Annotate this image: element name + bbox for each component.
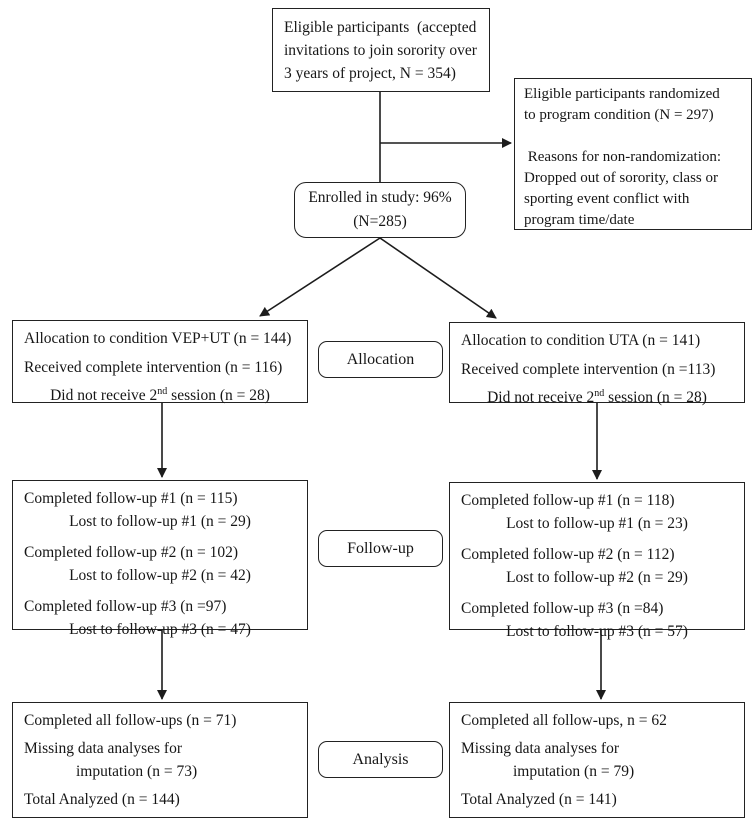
- box-line: sporting event conflict with: [524, 191, 690, 207]
- box-line: (N=285): [353, 213, 407, 230]
- box-line: Completed all follow-ups (n = 71): [24, 712, 237, 729]
- box-line: Did not receive 2nd session (n = 28): [487, 388, 707, 407]
- followup-pair: Completed follow-up #1 (n = 115) Lost to…: [24, 490, 251, 530]
- box-line: Did not receive 2nd session (n = 28): [50, 386, 270, 405]
- box-line: Reasons for non-randomization:: [524, 149, 722, 165]
- allocation-veput-box: Allocation to condition VEP+UT (n = 144)…: [12, 320, 308, 404]
- box-line: 3 years of project, N = 354): [284, 65, 456, 82]
- stage-label-text: Allocation: [346, 350, 415, 368]
- followup-pair: Completed follow-up #2 (n = 102) Lost to…: [24, 544, 251, 584]
- box-line: to program condition (N = 297): [524, 107, 714, 123]
- box-line: Allocation to condition VEP+UT (n = 144): [24, 330, 292, 347]
- box-line: Eligible participants randomized: [524, 86, 720, 102]
- analysis-left-box: Completed all follow-ups (n = 71) Missin…: [12, 702, 308, 818]
- box-line: Dropped out of sorority, class or: [524, 170, 718, 186]
- box-line: Received complete intervention (n =113): [461, 361, 716, 378]
- box-line: [524, 126, 742, 147]
- connector-enrolled-to-alloc-right: [379, 237, 497, 319]
- followup-pair: Completed follow-up #2 (n = 112) Lost to…: [461, 546, 688, 586]
- stage-label-followup: Follow-up: [318, 530, 443, 567]
- box-line: Completed all follow-ups, n = 62: [461, 712, 667, 729]
- box-line: Total Analyzed (n = 144): [24, 791, 180, 808]
- box-line: Allocation to condition UTA (n = 141): [461, 332, 701, 349]
- eligible-participants-box: Eligible participants (accepted invitati…: [272, 8, 490, 92]
- box-line: Total Analyzed (n = 141): [461, 791, 617, 808]
- allocation-uta-box: Allocation to condition UTA (n = 141) Re…: [449, 322, 745, 406]
- box-paragraph: Missing data analyses for imputation (n …: [461, 740, 635, 780]
- randomized-reasons-box: Eligible participants randomized to prog…: [514, 78, 752, 230]
- followup-pair: Completed follow-up #3 (n =97) Lost to f…: [24, 598, 251, 638]
- connector-enrolled-to-alloc-left: [259, 237, 381, 317]
- stage-label-analysis: Analysis: [318, 741, 443, 778]
- stage-label-text: Follow-up: [347, 539, 414, 557]
- followup-pair: Completed follow-up #3 (n =84) Lost to f…: [461, 600, 688, 640]
- box-line: invitations to join sorority over: [284, 42, 477, 59]
- analysis-right-box: Completed all follow-ups, n = 62 Missing…: [449, 702, 745, 818]
- stage-label-allocation: Allocation: [318, 341, 443, 378]
- box-line: program time/date: [524, 212, 635, 228]
- followup-right-box: Completed follow-up #1 (n = 118) Lost to…: [449, 482, 745, 640]
- followup-pair: Completed follow-up #1 (n = 118) Lost to…: [461, 492, 688, 532]
- enrolled-box: Enrolled in study: 96% (N=285): [294, 182, 466, 238]
- box-paragraph: Missing data analyses for imputation (n …: [24, 740, 198, 780]
- followup-left-box: Completed follow-up #1 (n = 115) Lost to…: [12, 480, 308, 638]
- box-line: Enrolled in study: 96%: [308, 189, 452, 206]
- stage-label-text: Analysis: [352, 750, 409, 768]
- box-line: Eligible participants (accepted: [284, 19, 477, 36]
- box-line: Received complete intervention (n = 116): [24, 359, 283, 376]
